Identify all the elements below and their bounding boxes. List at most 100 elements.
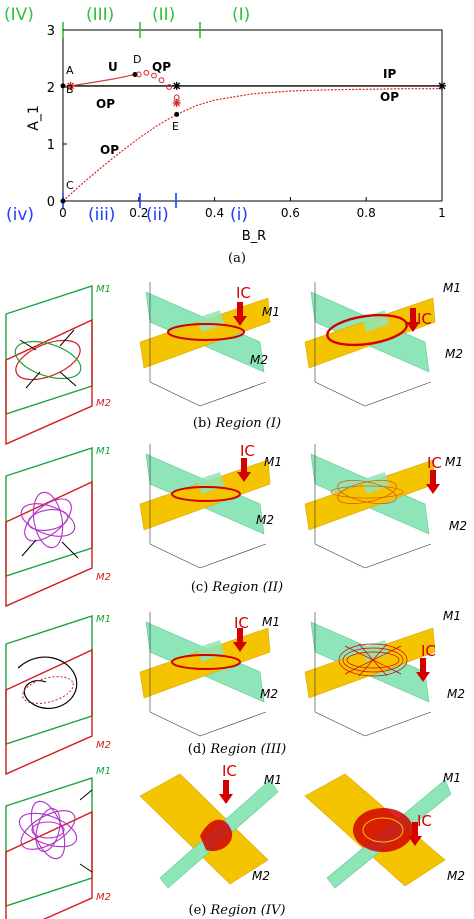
y-tick-label: 2 xyxy=(47,81,55,96)
point-a-marker xyxy=(60,83,66,89)
point-label-e: E xyxy=(172,120,179,133)
manifold-1-label: M1 xyxy=(264,773,282,787)
plot3d-region-i-b: IC M1 M2 xyxy=(304,281,463,407)
branch-label-op-lower: OP xyxy=(100,143,119,157)
manifold-2-label: M2 xyxy=(447,687,465,701)
manifold-2-label: M2 xyxy=(260,687,278,701)
plot3d-region-iv-b: IC M1 M2 xyxy=(304,771,465,889)
plot3d-region-i-a: IC M1 M2 xyxy=(139,281,280,407)
manifold-2-label: M2 xyxy=(447,869,465,883)
series-point-qp xyxy=(166,84,173,90)
x-axis-label: B_R xyxy=(242,229,266,244)
manifold-1-label: M1 xyxy=(96,446,111,457)
manifold-1-label: M1 xyxy=(96,766,111,777)
ic-label: IC xyxy=(222,762,237,780)
star-marker xyxy=(172,81,181,90)
ic-label: IC xyxy=(417,310,432,328)
star-marker-stroke xyxy=(438,82,446,90)
manifold-1-label: M1 xyxy=(443,281,461,295)
plot3d-region-iii-a: IC M1 M2 xyxy=(139,611,280,737)
plot3d-region-iii-b: IC M1 M2 xyxy=(304,609,465,737)
point-label-b: B xyxy=(66,83,74,96)
sketch-region-iv: M1 M2 xyxy=(5,766,111,919)
plot3d-region-ii-b: IC M1 M2 xyxy=(304,443,467,569)
ic-label: IC xyxy=(234,614,249,632)
manifold-1-label: M1 xyxy=(262,615,280,629)
y-tick-label: 3 xyxy=(47,24,55,39)
point-label-a: A xyxy=(66,64,74,77)
row-region-ii: M1 M2 IC M1 M2 IC M1 M2 xyxy=(5,442,467,607)
manifold-2-label: M2 xyxy=(96,572,111,583)
manifold-2-label: M2 xyxy=(252,869,270,883)
branch-label-op-upper: OP xyxy=(96,97,115,111)
ic-label: IC xyxy=(417,812,432,830)
x-tick-label: 0.8 xyxy=(357,206,376,220)
x-tick-label: 0.6 xyxy=(281,206,300,220)
region-label-top: (II) xyxy=(152,5,175,25)
y-axis-ticks: 0 1 2 3 xyxy=(47,24,67,210)
branch-label-ip: IP xyxy=(383,67,396,81)
branch-label-qp: QP xyxy=(152,60,171,74)
y-axis-label: A_1 xyxy=(26,105,42,130)
manifold-1-label: M1 xyxy=(443,609,461,623)
caption-d: (d) Region (III) xyxy=(188,742,286,757)
branch-label-op-right: OP xyxy=(380,90,399,104)
star-marker xyxy=(438,81,446,90)
region-label-bottom: (i) xyxy=(230,205,248,225)
ic-label: IC xyxy=(236,284,251,302)
sketch-region-i: M1 M2 xyxy=(5,284,111,445)
series-line-op xyxy=(62,88,442,202)
manifold-1-label: M1 xyxy=(443,771,461,785)
series-line-u xyxy=(70,73,136,87)
bifurcation-chart: (IV) (III) (II) (I) (iv) (iii) (ii) (i) … xyxy=(4,5,446,244)
manifold-2-label: M2 xyxy=(256,513,274,527)
row-region-i: M1 M2 IC M1 M2 IC M1 M2 xyxy=(5,281,463,445)
series-point-qp xyxy=(151,72,157,79)
x-tick-label: 1 xyxy=(438,206,446,220)
ic-label: IC xyxy=(427,454,442,472)
star-marker-stroke xyxy=(173,82,181,90)
manifold-1-label: M1 xyxy=(96,284,111,295)
manifold-2-label: M2 xyxy=(96,398,111,409)
point-label-c: C xyxy=(66,179,74,192)
caption-e: (e) Region (IV) xyxy=(189,903,286,918)
manifold-2-label: M2 xyxy=(250,353,268,367)
series-point-qp xyxy=(173,94,180,101)
point-e-marker xyxy=(174,111,180,117)
series-point-qp xyxy=(158,77,165,84)
row-region-iii: M1 M2 IC M1 M2 IC M1 M2 xyxy=(5,609,465,775)
ic-label: IC xyxy=(421,642,436,660)
manifold-2-label: M2 xyxy=(96,892,111,903)
region-label-bottom: (ii) xyxy=(146,205,169,225)
y-tick-label: 1 xyxy=(47,138,55,153)
x-tick-label: 0.4 xyxy=(205,206,224,220)
manifold-1-label: M1 xyxy=(445,455,463,469)
x-tick-label: 0 xyxy=(59,206,67,220)
branch-label-u: U xyxy=(108,60,118,74)
manifold-1-label: M1 xyxy=(264,455,282,469)
region-label-top: (III) xyxy=(86,5,114,25)
ic-label: IC xyxy=(240,442,255,460)
series-point-qp xyxy=(143,69,150,76)
caption-c: (c) Region (II) xyxy=(191,580,283,595)
chart-series xyxy=(60,69,446,204)
region-label-bottom: (iii) xyxy=(88,205,115,225)
star-marker xyxy=(172,98,181,107)
manifold-1-label: M1 xyxy=(262,305,280,319)
region-label-bottom: (iv) xyxy=(6,205,34,225)
manifold-2-label: M2 xyxy=(449,519,467,533)
star-marker xyxy=(66,81,75,90)
plot3d-region-iv-a: IC M1 M2 xyxy=(139,762,282,889)
point-label-d: D xyxy=(133,53,141,66)
manifold-1-label: M1 xyxy=(96,614,111,625)
manifold-2-label: M2 xyxy=(445,347,463,361)
row-region-iv: M1 M2 IC M1 M2 IC M1 M2 xyxy=(5,762,465,919)
plot-frame xyxy=(62,29,443,202)
sketch-region-iii: M1 M2 xyxy=(5,614,111,775)
plot3d-region-ii-a: IC M1 M2 xyxy=(139,442,282,569)
sketch-region-ii: M1 M2 xyxy=(5,446,111,607)
region-label-top: (I) xyxy=(232,5,250,25)
y-tick-label: 0 xyxy=(47,195,55,210)
